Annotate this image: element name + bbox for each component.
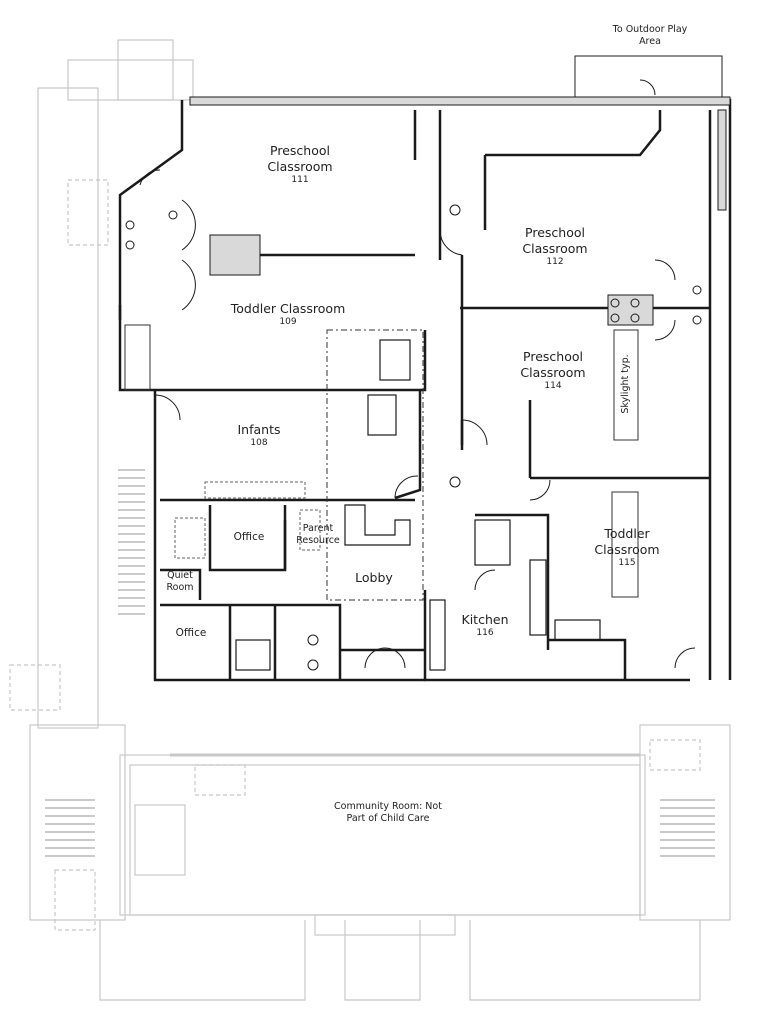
room-label-quiet-room: Quiet Room bbox=[166, 570, 194, 593]
outdoor-play-area-note: To Outdoor Play Area bbox=[612, 24, 688, 47]
counters bbox=[235, 339, 601, 671]
room-label-office-1: Office bbox=[233, 531, 265, 543]
community-room-label: Community Room: Not Part of Child Care bbox=[334, 801, 442, 824]
window-strip bbox=[189, 96, 731, 326]
furniture bbox=[174, 481, 321, 559]
plumbing-fixtures bbox=[125, 204, 702, 671]
room-label-lobby: Lobby bbox=[355, 570, 393, 585]
door-swings bbox=[139, 79, 696, 669]
skylight-label: Skylight typ. bbox=[620, 354, 631, 414]
surrounding-building bbox=[9, 39, 731, 1001]
skylights bbox=[124, 324, 639, 598]
outdoor-play-area-outline bbox=[574, 55, 723, 99]
lobby-zone bbox=[326, 329, 424, 601]
room-label-office-2: Office bbox=[175, 627, 207, 639]
room-label-parent-resource: Parent Resource bbox=[296, 523, 340, 546]
